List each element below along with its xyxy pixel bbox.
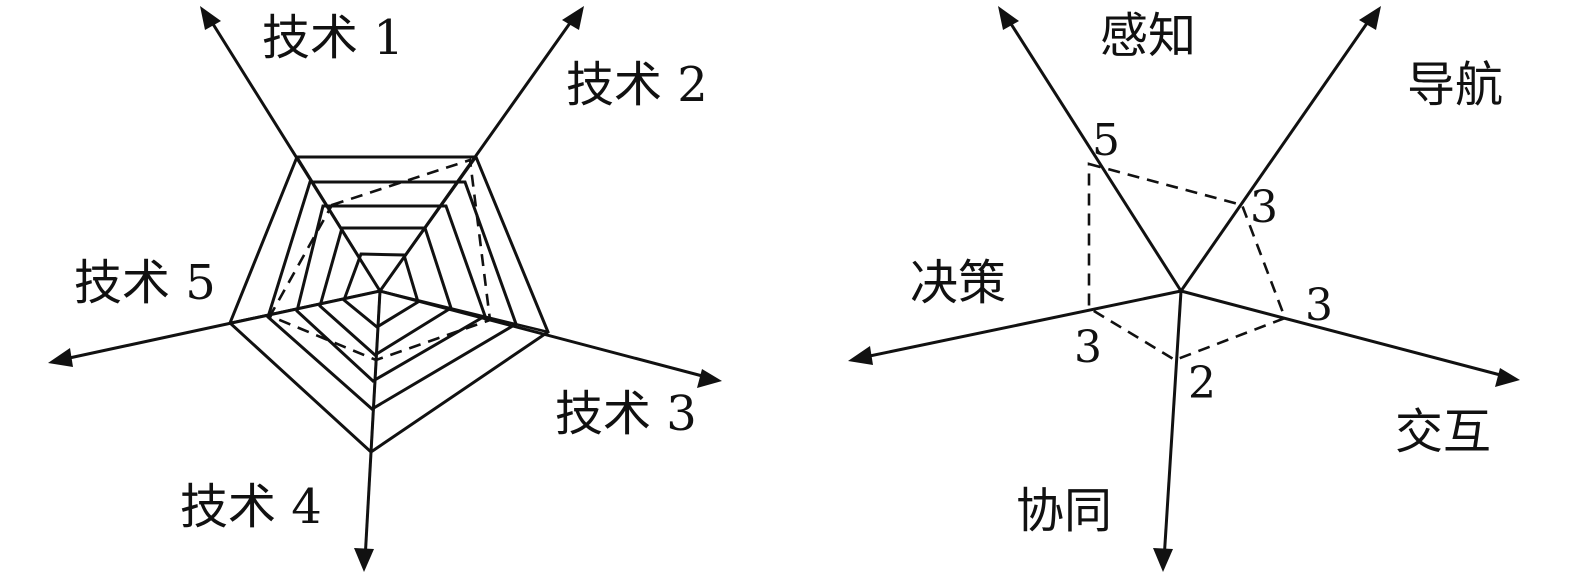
axis-navigation [1179, 15, 1374, 292]
axis-decision-arrow [848, 346, 873, 365]
axis-navigation-arrow [1359, 6, 1381, 30]
value-decision: 3 [1074, 322, 1102, 373]
axis-collaboration [1162, 290, 1183, 561]
axis-tech4-arrow [354, 548, 374, 572]
axis-decision [859, 289, 1182, 360]
value-navigation: 3 [1250, 182, 1278, 233]
evaluation-polygon [268, 158, 492, 362]
axis-collaboration-arrow [1153, 548, 1173, 572]
label-tech3: 技术 3 [555, 386, 697, 442]
axis-perception [1004, 15, 1183, 292]
label-navigation: 导航 [1407, 57, 1503, 113]
axis-tech5-arrow [48, 348, 73, 367]
value-collaboration: 2 [1188, 358, 1216, 409]
value-perception: 5 [1092, 115, 1120, 166]
ring-5 [228, 155, 550, 454]
left-radar: 技术 1 技术 2 技术 3 技术 4 技术 5 [48, 6, 722, 572]
axis-interaction [1180, 289, 1509, 379]
label-tech2: 技术 2 [566, 57, 708, 113]
label-tech5: 技术 5 [74, 255, 216, 311]
axis-interaction-arrow [1495, 368, 1520, 387]
ring-4 [266, 180, 518, 411]
label-tech4: 技术 4 [180, 479, 322, 535]
right-radar: 感知 导航 交互 协同 决策 5 3 3 2 3 [848, 6, 1520, 572]
axis-tech3-arrow [697, 369, 722, 388]
ring-2 [318, 226, 453, 357]
spoke-5 [229, 289, 381, 325]
ring-3 [295, 204, 487, 383]
spoke-1 [295, 156, 382, 292]
value-polygon [1087, 162, 1287, 362]
label-tech1: 技术 1 [262, 10, 404, 66]
axis-perception-arrow [998, 6, 1019, 30]
spoke-3 [379, 289, 549, 334]
label-decision: 决策 [910, 255, 1006, 311]
spoke-4 [369, 290, 382, 453]
label-interaction: 交互 [1395, 404, 1491, 460]
axis-tech2-arrow [562, 6, 584, 30]
label-perception: 感知 [1100, 8, 1196, 64]
spoke-2 [378, 156, 478, 292]
value-interaction: 3 [1305, 280, 1333, 331]
label-collaboration: 协同 [1016, 483, 1112, 539]
axis-tech1-arrow [200, 6, 221, 30]
ring-1 [342, 252, 420, 329]
